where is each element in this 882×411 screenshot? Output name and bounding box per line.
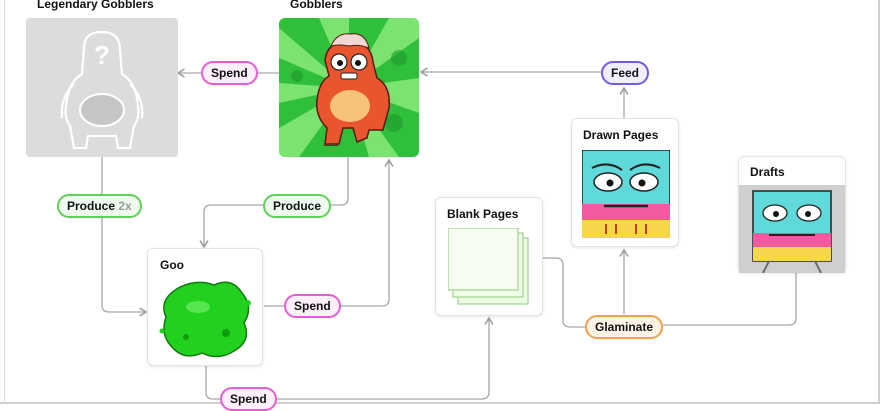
legendary-gobbler-image[interactable]: ? bbox=[26, 18, 178, 157]
goo-blob-icon bbox=[159, 281, 251, 358]
edge-spend-goo-to-gobblers bbox=[264, 158, 394, 307]
legendary-gobblers-title: Legendary Gobblers bbox=[37, 0, 154, 11]
gobblers-title: Gobblers bbox=[290, 0, 343, 11]
goo-title: Goo bbox=[160, 258, 184, 272]
edge-drafts-to-glaminate bbox=[663, 273, 797, 326]
blank-pages-title: Blank Pages bbox=[447, 207, 519, 221]
drafts-card[interactable]: Drafts bbox=[738, 156, 846, 273]
silhouette-icon: ? bbox=[60, 30, 144, 150]
drawn-page-art-icon bbox=[582, 150, 670, 238]
spend-to-gobblers-pill[interactable]: Spend bbox=[284, 294, 341, 318]
goo-card[interactable]: Goo bbox=[147, 248, 263, 366]
produce-2x-pill[interactable]: Produce 2x bbox=[57, 194, 142, 218]
drawn-pages-card[interactable]: Drawn Pages bbox=[571, 118, 679, 247]
svg-text:?: ? bbox=[94, 40, 110, 70]
produce-2x-label: Produce bbox=[67, 199, 116, 213]
drawn-pages-title: Drawn Pages bbox=[583, 128, 659, 142]
feed-pill[interactable]: Feed bbox=[601, 61, 650, 85]
draft-canvas-icon bbox=[739, 185, 845, 273]
edge-spend-goo-to-blank bbox=[205, 316, 494, 400]
edge-glaminate-from-blank bbox=[543, 257, 586, 328]
spend-to-legendary-pill[interactable]: Spend bbox=[201, 61, 258, 85]
blank-pages-card[interactable]: Blank Pages bbox=[435, 197, 543, 316]
produce-2x-multiplier: 2x bbox=[118, 199, 132, 213]
spend-to-blank-pages-pill[interactable]: Spend bbox=[220, 387, 277, 411]
gobbler-character-icon bbox=[279, 18, 419, 157]
gobbler-image[interactable] bbox=[279, 18, 419, 157]
edge-produce-2x bbox=[101, 157, 148, 317]
blank-pages-icon bbox=[448, 228, 529, 305]
drafts-title: Drafts bbox=[750, 165, 785, 179]
produce-pill[interactable]: Produce bbox=[263, 194, 332, 218]
glaminate-pill[interactable]: Glaminate bbox=[585, 315, 664, 339]
